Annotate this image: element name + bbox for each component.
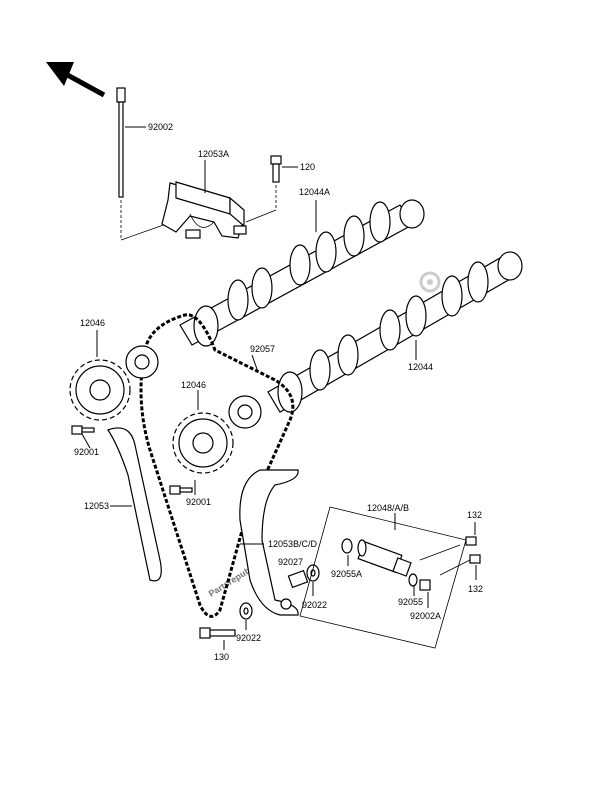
bolt-130 (199, 627, 236, 639)
sprocket-lower (172, 395, 262, 474)
cap-bolt-120 (270, 155, 298, 183)
label-12053BCD: 12053B/C/D (268, 539, 318, 549)
washer-92022-lower (239, 602, 253, 620)
bolt-92001-left (71, 425, 95, 435)
label-130: 130 (214, 652, 229, 662)
pin-92027 (287, 569, 309, 589)
label-120: 120 (300, 162, 315, 172)
label-92055: 92055 (398, 597, 423, 607)
label-12044A: 12044A (299, 187, 330, 197)
oring-92055 (408, 573, 418, 587)
tensioner-box (299, 506, 467, 649)
label-12046-lower: 12046 (181, 380, 206, 390)
direction-arrow-icon (46, 62, 106, 98)
tensioner-body (357, 539, 412, 577)
label-12044: 12044 (408, 362, 433, 372)
label-92002: 92002 (148, 122, 173, 132)
camshaft-cap (161, 181, 247, 239)
label-92027: 92027 (278, 557, 303, 567)
bolt-132-upper (419, 536, 477, 561)
sprocket-upper (69, 345, 159, 421)
label-92022-lower: 92022 (236, 633, 261, 643)
chain-guide-12053 (107, 427, 162, 582)
label-12053A: 12053A (198, 149, 229, 159)
bolt-132-lower (439, 554, 481, 576)
label-92057: 92057 (250, 344, 275, 354)
label-12048AB: 12048/A/B (367, 503, 409, 513)
oring-92055A (341, 538, 353, 554)
label-92001-left: 92001 (74, 447, 99, 457)
gear-icon (419, 271, 441, 293)
label-12053: 12053 (84, 501, 109, 511)
bolt-92001-mid (169, 485, 193, 495)
label-92055A: 92055A (331, 569, 362, 579)
bolt-92002A (419, 579, 431, 591)
camshaft-intake (179, 199, 425, 347)
cam-chain (139, 313, 295, 618)
label-92022: 92022 (302, 600, 327, 610)
label-12046-upper: 12046 (80, 318, 105, 328)
label-92002A: 92002A (410, 611, 441, 621)
camshaft-exhaust (267, 251, 523, 413)
label-92001-mid: 92001 (186, 497, 211, 507)
chain-guide-12053bcd (239, 469, 299, 616)
label-132-upper: 132 (467, 510, 482, 520)
label-132-lower: 132 (468, 584, 483, 594)
bolt-92002 (116, 87, 146, 198)
